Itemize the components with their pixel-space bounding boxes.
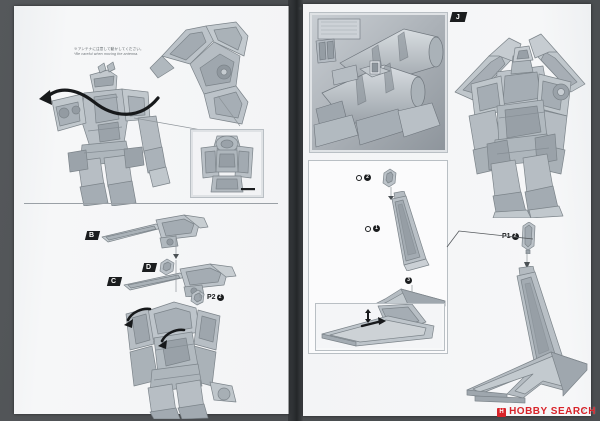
qty-badge-p1: 2	[511, 233, 519, 240]
antenna-motion-arrow-icon	[39, 88, 160, 116]
hobby-search-logo-icon: H	[497, 407, 507, 417]
joint-part-p2-illustration	[189, 289, 207, 307]
rotation-arrow-right-icon	[158, 328, 186, 349]
left-page: ※アンテナに注意して動かしてください。 *Be careful when mov…	[14, 6, 289, 419]
antenna-caution-note: ※アンテナに注意して動かしてください。 *Be careful when mov…	[74, 47, 144, 57]
assembled-mech-rear-view	[453, 26, 587, 218]
stand-leader-line	[446, 230, 534, 248]
push-direction-arrow-icon	[360, 309, 386, 328]
callout-ring-2	[356, 174, 362, 181]
part-label-p2: P2 2	[207, 294, 224, 301]
step-tag-b[interactable]: B	[84, 231, 101, 240]
step-tag-c[interactable]: C	[106, 277, 123, 286]
right-page: J	[303, 4, 591, 416]
mech-body-lower-illustration	[114, 294, 239, 419]
stand-callout-1: 1	[365, 225, 380, 232]
cannon-part-b-illustration	[100, 214, 210, 249]
stand-callout-2: 2	[356, 174, 371, 181]
left-page-divider	[24, 203, 278, 204]
qty-badge-p2: 2	[216, 294, 224, 301]
assembly-guide-lines	[173, 234, 201, 298]
stand-connector-line	[388, 187, 394, 200]
p1-connector-line	[524, 252, 530, 269]
hobby-search-text: HOBBY SEARCH	[509, 406, 596, 417]
stand-base-fit-detail	[315, 303, 445, 351]
stand-fit-marker: 3	[405, 277, 412, 284]
rotation-arrow-left-icon	[124, 307, 152, 328]
callout-ring-1	[365, 225, 371, 232]
joint-part-d-illustration	[157, 257, 177, 277]
mech-arm-unit-illustration	[144, 20, 264, 130]
mech-rear-illustration	[38, 61, 178, 206]
cannon-part-c-illustration	[122, 262, 237, 297]
stand-pillar-illustration	[391, 191, 430, 271]
rear-leg-detail-inset	[190, 129, 264, 198]
page-number: 2	[581, 409, 585, 415]
completed-model-photo	[309, 12, 448, 153]
page-gutter	[288, 0, 304, 421]
step-tag-j[interactable]: J	[449, 12, 468, 22]
stand-joint-cap-illustration	[382, 168, 397, 188]
hobby-search-watermark: H HOBBY SEARCH	[497, 407, 596, 417]
completed-display-stand	[463, 266, 589, 406]
